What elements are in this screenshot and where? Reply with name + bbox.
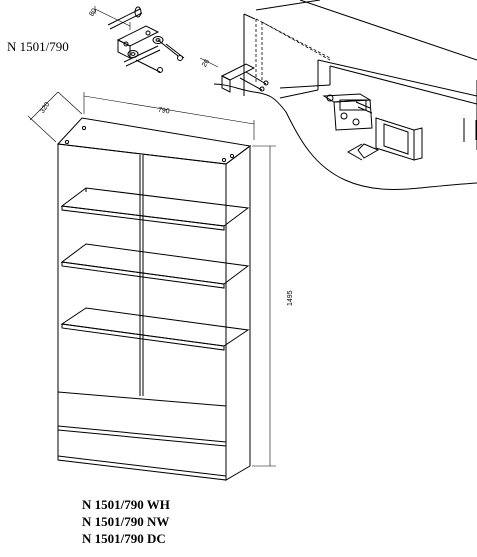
width-dimension: 790 [83, 92, 255, 140]
variant-code-2: N 1501/790 NW [82, 514, 169, 529]
cabinet-shelves-icon [56, 117, 252, 481]
depth-dimension: 320 [27, 91, 83, 143]
model-code: N 1501/790 [7, 39, 69, 54]
width-label: 790 [157, 107, 170, 116]
bracket-spacing-small-label: 26 [201, 58, 211, 68]
height-label: 1495 [287, 290, 294, 306]
variant-code-3: N 1501/790 DC [82, 531, 166, 546]
cabinet-hanger-icon: 26 [199, 0, 477, 190]
variant-code-1: N 1501/790 WH [82, 497, 170, 512]
depth-label: 320 [39, 101, 51, 115]
bracket-spacing-label: 80 [88, 7, 98, 17]
wall-bracket-icon: 80 [88, 6, 185, 73]
arrow-left-icon [346, 143, 380, 161]
height-dimension: 1495 [252, 145, 294, 467]
